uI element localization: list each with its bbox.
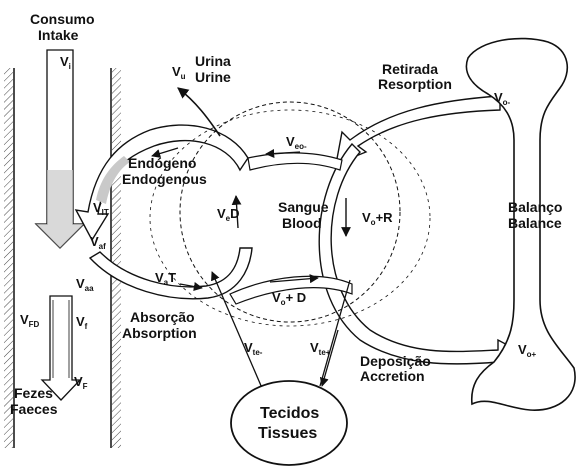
- resorption-band: [336, 96, 500, 164]
- label-accretion: Accretion: [360, 368, 425, 384]
- label-urina: Urina: [195, 53, 231, 69]
- symbol-ved: VeD: [217, 206, 240, 223]
- label-urine: Urine: [195, 69, 231, 85]
- symbol-veo-minus: Veo-: [286, 134, 307, 151]
- label-absorcao: Absorção: [130, 309, 195, 325]
- symbol-vte-minus: Vte-: [244, 340, 263, 357]
- label-faeces: Faeces: [10, 401, 58, 417]
- symbol-vfd: VFD: [20, 312, 40, 329]
- label-balanco: Balanço: [508, 199, 562, 215]
- gut-wall-left: [4, 68, 13, 448]
- label-sangue: Sangue: [278, 199, 329, 215]
- symbol-vf: Vf: [76, 314, 88, 331]
- label-fezes: Fezes: [14, 385, 53, 401]
- symbol-vte-plus: Vte+: [310, 340, 331, 357]
- label-blood: Blood: [282, 215, 322, 231]
- symbol-vor: Vo+R: [362, 210, 393, 227]
- symbol-vF: VF: [74, 374, 88, 391]
- label-endogeno: Endógeno: [128, 155, 196, 171]
- label-deposicao: Deposição: [360, 353, 431, 369]
- label-resorption: Resorption: [378, 76, 452, 92]
- symbol-vaf: Vaf: [90, 234, 106, 251]
- symbol-vod: Vo+ D: [272, 290, 306, 307]
- label-endogenous: Endogenous: [122, 171, 207, 187]
- tissues-node: [231, 381, 347, 465]
- label-retirada: Retirada: [382, 61, 438, 77]
- label-tissues: Tissues: [258, 425, 317, 442]
- symbol-vaa: Vaa: [76, 276, 94, 293]
- label-absorption: Absorption: [122, 325, 197, 341]
- label-balance: Balance: [508, 215, 562, 231]
- label-consumo: Consumo: [30, 11, 95, 27]
- symbol-vit: VIT: [93, 200, 109, 217]
- symbol-vu: Vu: [172, 64, 186, 81]
- gut-wall-right: [112, 68, 121, 448]
- deposition-band: [319, 144, 528, 372]
- label-tecidos: Tecidos: [260, 405, 319, 422]
- label-intake: Intake: [38, 27, 79, 43]
- symbol-vat: VaT: [155, 270, 176, 287]
